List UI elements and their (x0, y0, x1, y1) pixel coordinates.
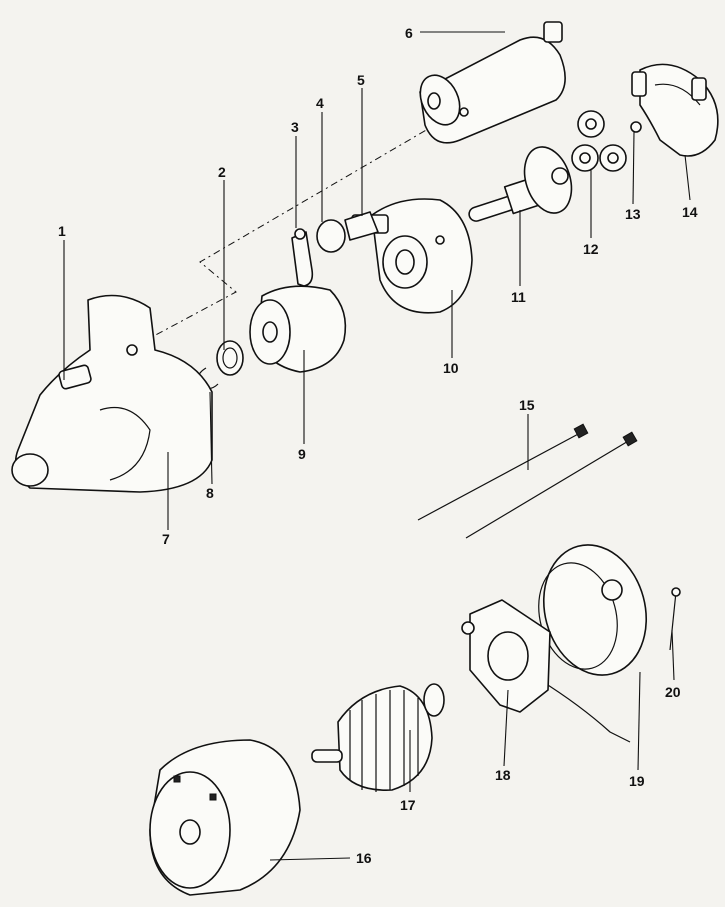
assembly-centerline (149, 121, 441, 339)
callout-7: 7 (162, 531, 170, 547)
callout-12: 12 (583, 241, 599, 257)
part-drive-shaft (468, 146, 573, 222)
callout-4: 4 (316, 95, 324, 111)
callout-16: 16 (356, 850, 372, 866)
part-small-screw (669, 587, 681, 651)
callout-9: 9 (298, 446, 306, 462)
callout-17: 17 (400, 797, 416, 813)
callout-10: 10 (443, 360, 459, 376)
part-thrust-ring (216, 340, 244, 376)
callout-14: 14 (682, 204, 698, 220)
callout-13: 13 (625, 206, 641, 222)
callout-2: 2 (218, 164, 226, 180)
part-planet-gears (571, 110, 627, 172)
callout-8: 8 (206, 485, 214, 501)
part-ball (630, 121, 642, 133)
part-pinion-drive (249, 285, 347, 373)
part-through-bolts (417, 423, 638, 539)
callout-15: 15 (519, 397, 535, 413)
part-solenoid (419, 21, 566, 144)
callout-3: 3 (291, 119, 299, 135)
part-drive-end-housing (11, 294, 213, 493)
callout-1: 1 (58, 223, 66, 239)
part-brush-lead (539, 679, 631, 743)
part-field-yoke (149, 739, 301, 896)
part-plunger-cap (316, 219, 346, 253)
leader-lines (63, 31, 691, 861)
part-shift-lever (291, 228, 314, 287)
callout-5: 5 (357, 72, 365, 88)
callout-20: 20 (665, 684, 681, 700)
callout-19: 19 (629, 773, 645, 789)
part-brush-holder (461, 599, 551, 713)
callout-11: 11 (511, 289, 526, 305)
callout-6: 6 (405, 25, 413, 41)
part-commutator-end-cover (538, 544, 648, 676)
callout-18: 18 (495, 767, 511, 783)
part-armature (311, 683, 445, 792)
part-gear-cover (631, 63, 719, 157)
